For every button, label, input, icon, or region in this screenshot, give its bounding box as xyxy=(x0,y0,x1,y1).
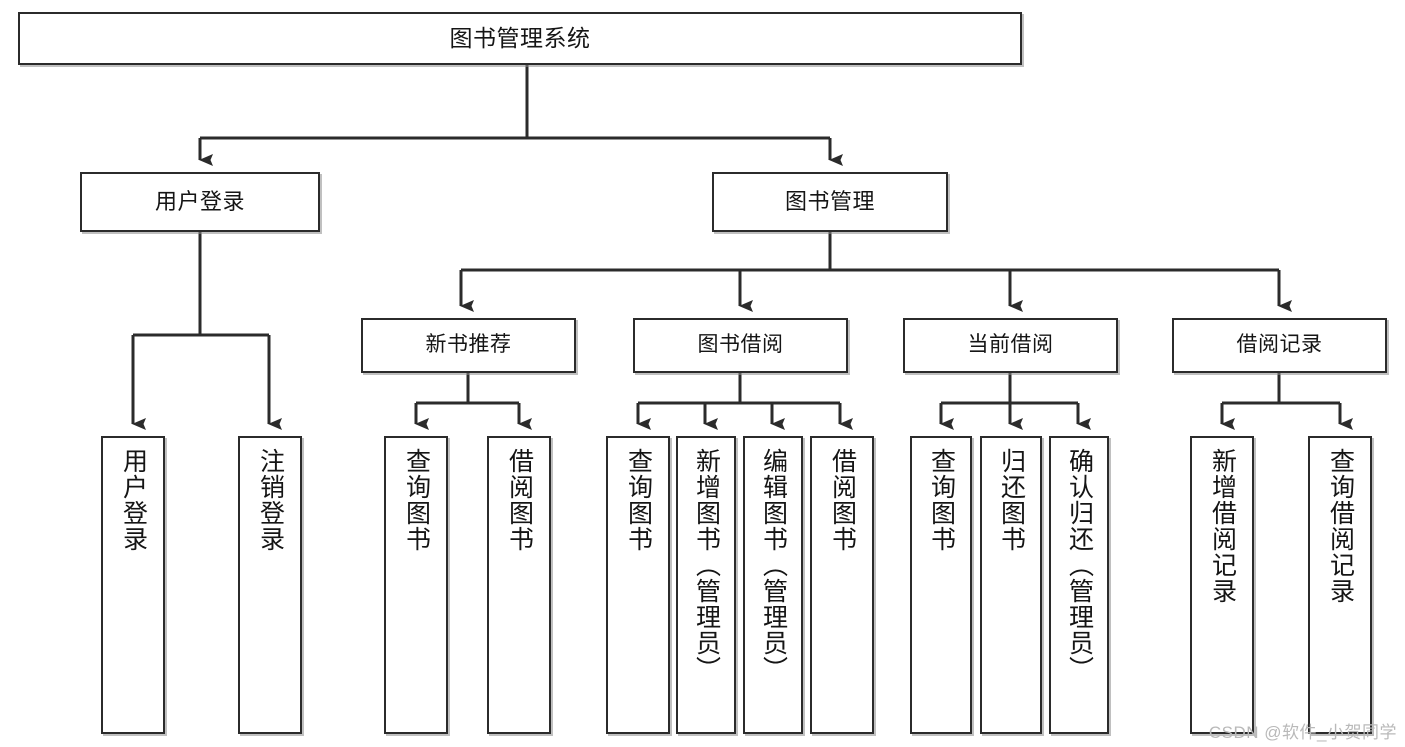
leaf-borrow-query-book-label: 查询图书 xyxy=(624,448,653,552)
node-borrow-record[interactable]: 借阅记录 xyxy=(1172,318,1387,373)
leaf-current-confirm-return-admin[interactable]: 确认归还（管理员） xyxy=(1049,436,1109,734)
leaf-borrow-add-book-admin[interactable]: 新增图书（管理员） xyxy=(676,436,736,734)
node-borrow-record-label: 借阅记录 xyxy=(1236,333,1323,357)
leaf-record-query[interactable]: 查询借阅记录 xyxy=(1308,436,1372,734)
node-user-login-label: 用户登录 xyxy=(154,189,245,215)
leaf-record-add-label: 新增借阅记录 xyxy=(1208,448,1237,604)
leaf-user-login-signout-label: 注销登录 xyxy=(256,448,285,552)
node-current-borrow-label: 当前借阅 xyxy=(967,333,1054,357)
leaf-borrow-borrow-book[interactable]: 借阅图书 xyxy=(810,436,874,734)
leaf-borrow-add-book-admin-label: 新增图书（管理员） xyxy=(692,448,721,682)
leaf-current-return-book-label: 归还图书 xyxy=(997,448,1026,552)
csdn-watermark: CSDN @软件_小贺同学 xyxy=(1208,723,1397,742)
leaf-new-book-borrow[interactable]: 借阅图书 xyxy=(487,436,551,734)
leaf-borrow-edit-book-admin[interactable]: 编辑图书（管理员） xyxy=(743,436,803,734)
node-root-system[interactable]: 图书管理系统 xyxy=(18,12,1022,65)
leaf-user-login-signin[interactable]: 用户登录 xyxy=(101,436,165,734)
leaf-borrow-edit-book-admin-label: 编辑图书（管理员） xyxy=(759,448,788,682)
leaf-borrow-query-book[interactable]: 查询图书 xyxy=(606,436,670,734)
leaf-current-query-book[interactable]: 查询图书 xyxy=(910,436,972,734)
node-current-borrow[interactable]: 当前借阅 xyxy=(903,318,1118,373)
node-new-book-recommend-label: 新书推荐 xyxy=(425,333,512,357)
node-book-borrow-label: 图书借阅 xyxy=(697,333,784,357)
node-book-borrow[interactable]: 图书借阅 xyxy=(633,318,848,373)
node-root-system-label: 图书管理系统 xyxy=(449,25,591,52)
leaf-new-book-query[interactable]: 查询图书 xyxy=(384,436,448,734)
leaf-current-return-book[interactable]: 归还图书 xyxy=(980,436,1042,734)
leaf-new-book-borrow-label: 借阅图书 xyxy=(505,448,534,552)
leaf-current-confirm-return-admin-label: 确认归还（管理员） xyxy=(1065,448,1094,682)
leaf-current-query-book-label: 查询图书 xyxy=(927,448,956,552)
node-book-management[interactable]: 图书管理 xyxy=(712,172,948,232)
leaf-record-add[interactable]: 新增借阅记录 xyxy=(1190,436,1254,734)
leaf-record-query-label: 查询借阅记录 xyxy=(1326,448,1355,604)
node-user-login[interactable]: 用户登录 xyxy=(80,172,320,232)
node-book-management-label: 图书管理 xyxy=(784,189,875,215)
leaf-new-book-query-label: 查询图书 xyxy=(402,448,431,552)
leaf-user-login-signout[interactable]: 注销登录 xyxy=(238,436,302,734)
node-new-book-recommend[interactable]: 新书推荐 xyxy=(361,318,576,373)
leaf-user-login-signin-label: 用户登录 xyxy=(119,448,148,552)
leaf-borrow-borrow-book-label: 借阅图书 xyxy=(828,448,857,552)
